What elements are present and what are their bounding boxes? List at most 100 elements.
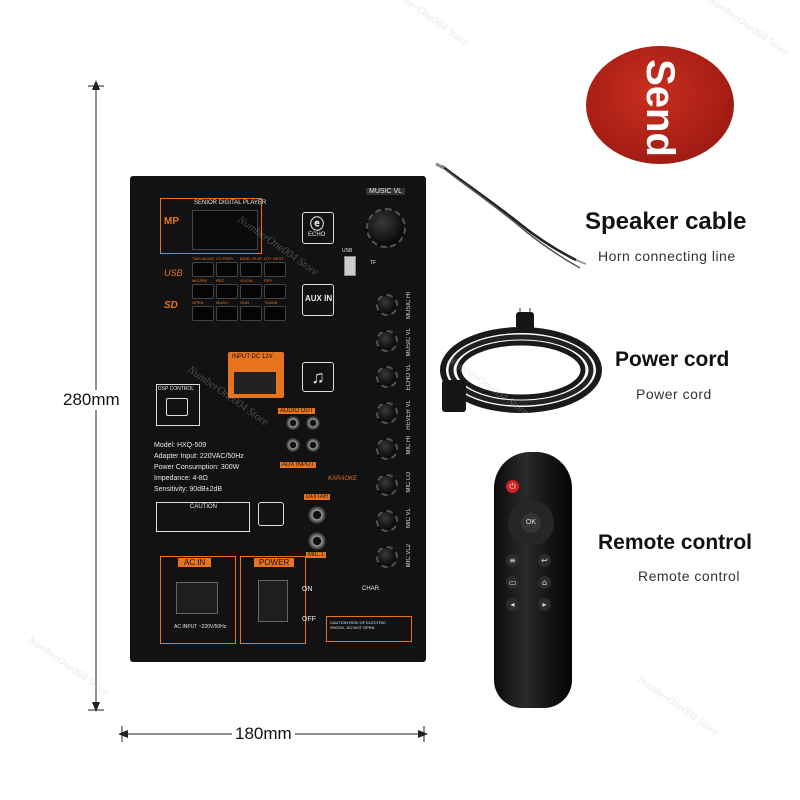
panel-button: [240, 284, 262, 299]
knob-label: MIC VL: [406, 508, 412, 529]
knob-label: MUSIC VL: [406, 328, 412, 357]
panel-knob: [376, 510, 398, 532]
amplifier-panel: SENIOR DIGITAL PLAYER MP USB SD ECHO ⓔ A…: [130, 176, 426, 662]
panel-knob: [376, 330, 398, 352]
guitar-label: GUITAR: [304, 494, 331, 500]
panel-button-label: B/DEL PLAY: [240, 256, 263, 261]
power-cord-title: Power cord: [615, 348, 730, 371]
audio-out-left-jack: [286, 416, 300, 430]
caution-box: [156, 502, 250, 532]
tf-port-label: TF: [370, 260, 377, 266]
home-icon: ⌂: [538, 576, 551, 589]
off-label: OFF: [302, 616, 316, 623]
dc-terminal: [234, 372, 276, 394]
panel-button-label: VOCAL: [240, 278, 254, 283]
spec-line: Sensitivity: 90dB±2dB: [154, 486, 223, 493]
mp3-logo: MP: [164, 216, 179, 227]
panel-button-label: PRY: [264, 278, 273, 283]
ok-button: OK: [521, 513, 541, 533]
warning-box: [326, 616, 412, 642]
on-label: ON: [302, 586, 313, 593]
volume-up-icon: ▸: [538, 598, 551, 611]
player-title: SENIOR DIGITAL PLAYER: [194, 200, 267, 206]
panel-button: [240, 306, 262, 321]
panel-button-label: THANK: [264, 300, 278, 305]
karaoke-label: KARAOKE: [328, 476, 358, 482]
music-vl-label: MUSIC VL: [366, 188, 406, 195]
char-label: CHAR: [362, 586, 380, 592]
panel-button-label: GUN: [240, 300, 249, 305]
power-cord-image: [440, 308, 602, 413]
lcd-display: [192, 210, 258, 250]
panel-knob: [376, 294, 398, 316]
power-button-icon: ⏻: [506, 480, 519, 493]
panel-button: [192, 262, 214, 277]
audio-out-right-jack: [306, 416, 320, 430]
display-frame: [160, 198, 262, 254]
dsp-control-label: DSP CONTROL: [158, 386, 195, 392]
panel-button-label: MIC/PRI: [192, 278, 208, 283]
echo-glyph: ⓔ: [310, 216, 324, 232]
input-dc-label: INPUT DC 12V: [232, 354, 273, 360]
panel-button: [192, 284, 214, 299]
knob-label: REVER VL: [406, 400, 412, 430]
power-cord-subtitle: Power cord: [636, 386, 712, 402]
dsp-switch: [166, 398, 188, 416]
panel-button: [264, 284, 286, 299]
ac-in-label: AC IN: [178, 558, 212, 567]
usb-logo: USB: [164, 268, 183, 278]
panel-button: [192, 306, 214, 321]
panel-button: [264, 306, 286, 321]
aux-input-label: AUX INPUT: [280, 462, 317, 468]
echo-icon: [302, 212, 334, 244]
back-icon: ↩: [538, 554, 551, 567]
panel-button: [216, 306, 238, 321]
mic1-label: MIC.1: [306, 552, 327, 558]
panel-knob: [376, 402, 398, 424]
knob-label: MIC LO: [406, 472, 412, 493]
audio-out-label: AUDIO OUT: [278, 408, 316, 414]
spec-line: Model: HXQ-509: [154, 442, 207, 449]
spec-line: Adapter Input: 220VAC/50Hz: [154, 453, 244, 460]
panel-knob: [376, 546, 398, 568]
send-badge: [586, 46, 734, 164]
music-icon: ♫: [302, 362, 334, 392]
knob-label: MIC HI: [406, 436, 412, 455]
knob-label: ECHO VL: [406, 364, 412, 391]
panel-button: [264, 262, 286, 277]
ac-input-label: AC INPUT ~220V/50Hz: [174, 624, 227, 630]
panel-button-label: REC: [216, 278, 225, 283]
tv-icon: ▭: [506, 576, 519, 589]
aux-in-box: [302, 284, 334, 316]
caution-label: CAUTION: [190, 504, 217, 510]
panel-knob: [376, 366, 398, 388]
dsp-control-box: [156, 384, 200, 426]
panel-button: [216, 262, 238, 277]
usb-port: [344, 256, 356, 276]
aux-input-right-jack: [306, 438, 320, 452]
ac-socket: [176, 582, 218, 614]
menu-icon: ≡: [506, 554, 519, 567]
panel-knob: [376, 474, 398, 496]
remote-control: ⏻ OK ≡ ↩ ▭ ⌂ ◂ ▸: [494, 452, 572, 708]
usb-port-label: USB: [342, 248, 353, 254]
remote-control-title: Remote control: [598, 531, 753, 554]
mic-icon: [258, 502, 284, 526]
panel-button-label: TWS MODE: [192, 256, 214, 261]
ac-in-box: [160, 556, 236, 644]
sd-logo: SD: [164, 300, 178, 311]
warning-label: CAUTION RISK OF ELECTRIC SHOCK, DO NOT O…: [330, 620, 387, 630]
knob-label: MUSIC HI: [406, 292, 412, 319]
power-box: [240, 556, 306, 644]
speaker-cable-subtitle: Horn connecting line: [598, 248, 736, 264]
power-switch: [258, 580, 288, 622]
mic1-jack: [308, 532, 326, 550]
speaker-cable-title: Speaker cable: [585, 208, 747, 235]
panel-button: [216, 284, 238, 299]
spec-line: Power Consumption: 300W: [154, 464, 240, 471]
volume-down-icon: ◂: [506, 598, 519, 611]
music-volume-knob: [366, 208, 406, 248]
power-label: POWER: [254, 558, 295, 567]
echo-label: ECHO: [308, 232, 326, 238]
panel-knob: [376, 438, 398, 460]
